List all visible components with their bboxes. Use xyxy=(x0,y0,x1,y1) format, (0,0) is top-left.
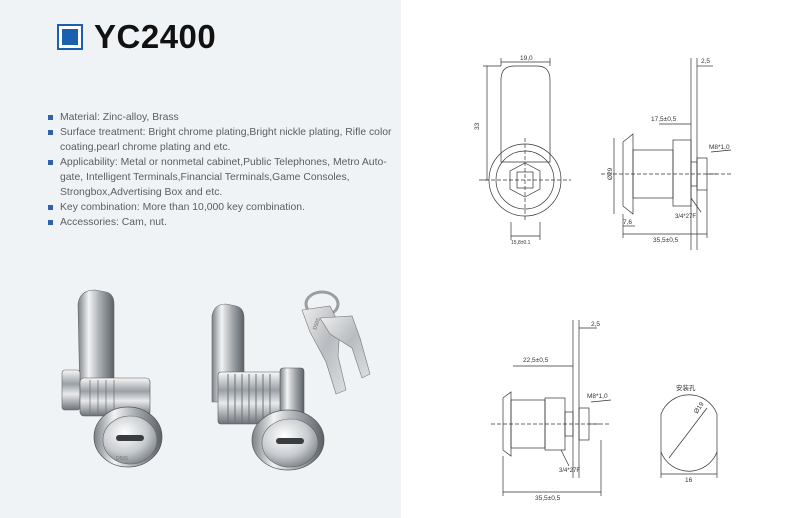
cutout-label: 安装孔 xyxy=(676,383,696,392)
square-icon xyxy=(57,23,83,50)
left-panel: YC2400 Material: Zinc-alloy, Brass Surfa… xyxy=(0,0,401,518)
dim-thread: M8*1,0 xyxy=(709,144,730,151)
dim-length: 17,5±0,5 xyxy=(651,116,677,123)
dim-total: 35,5±0,5 xyxy=(653,237,679,244)
dim-thickness-2: 2,5 xyxy=(591,321,600,328)
dim-thread-2: M8*1,0 xyxy=(587,393,608,400)
technical-drawings: 19,0 33 15,8±0.1 2,5 17,5±0,5 M8*1,0 Ø29… xyxy=(474,55,732,502)
drawing-front-view xyxy=(479,58,571,240)
spec-item-key-combination: Key combination: More than 10,000 key co… xyxy=(48,200,393,215)
spec-item-surface: Surface treatment: Bright chrome plating… xyxy=(48,125,393,155)
dim-diameter: Ø29 xyxy=(607,167,614,180)
keys-photo: D505 xyxy=(301,290,371,395)
bullet-icon xyxy=(48,220,53,225)
spec-item-applicability: Applicability: Metal or nonmetal cabinet… xyxy=(48,155,393,200)
dim-nut: 3/4*27F xyxy=(675,214,696,220)
engraving-text: D505 xyxy=(116,456,128,462)
dim-flange: 7,6 xyxy=(623,219,632,226)
dim-length-2: 22,5±0,5 xyxy=(523,357,549,364)
lock-photo-2 xyxy=(211,303,325,471)
dim-base: 15,8±0.1 xyxy=(511,240,531,246)
bullet-icon xyxy=(48,130,53,135)
dim-total-2: 35,5±0,5 xyxy=(535,495,561,502)
spec-item-accessories: Accessories: Cam, nut. xyxy=(48,215,393,230)
dim-height: 33 xyxy=(474,122,481,130)
product-photo: D505 D505 xyxy=(61,289,371,471)
bullet-icon xyxy=(48,115,53,120)
lock-photo-1: D505 xyxy=(61,289,163,468)
spec-item-material: Material: Zinc-alloy, Brass xyxy=(48,110,393,125)
spec-list: Material: Zinc-alloy, Brass Surface trea… xyxy=(48,110,393,230)
drawing-side-view-2 xyxy=(491,320,612,496)
drawing-side-view xyxy=(601,58,732,250)
key-engraving-text: D505 xyxy=(312,317,322,330)
bullet-icon xyxy=(48,205,53,210)
dim-nut-2: 3/4*27F xyxy=(559,468,580,474)
title-row: YC2400 xyxy=(57,20,216,53)
dim-cutout-width: 16 xyxy=(685,477,693,484)
dim-width: 19,0 xyxy=(520,55,533,62)
product-title: YC2400 xyxy=(94,18,217,55)
dim-cutout-diameter: Ø19 xyxy=(693,401,706,415)
dim-thickness: 2,5 xyxy=(701,58,710,65)
drawing-panel-cutout xyxy=(660,394,718,478)
bullet-icon xyxy=(48,160,53,165)
